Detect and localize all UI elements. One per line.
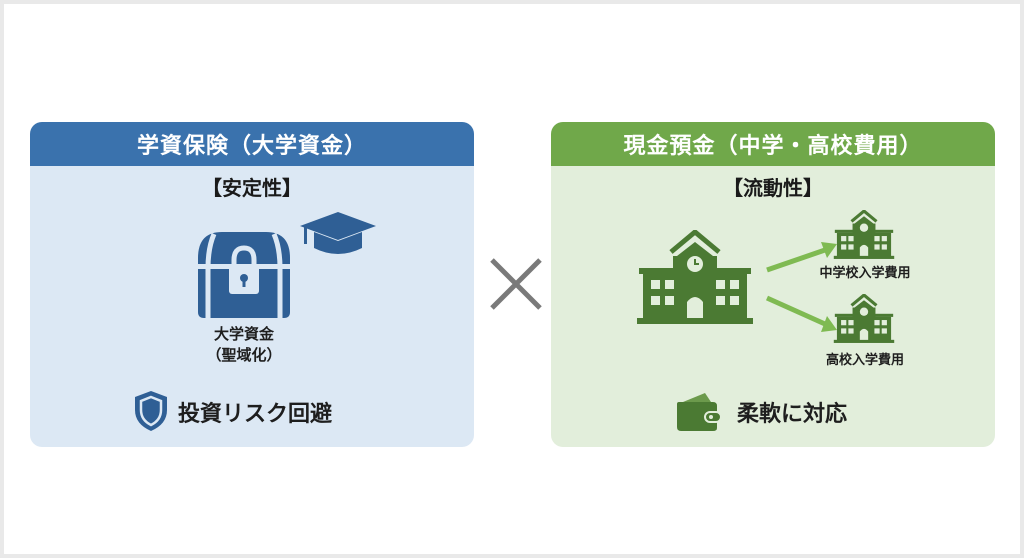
caption-university-fund: 大学資金 [213, 325, 274, 343]
footer-text-risk-avoidance: 投資リスク回避 [178, 402, 333, 427]
graduation-cap-icon [300, 212, 376, 254]
treasure-chest-lock-icon [198, 232, 290, 318]
panel-education-insurance: 学資保険（大学資金） 【安定性】 大学資金 （聖域化） 投資リスク回避 [30, 122, 474, 447]
branch-label-junior-high: 中学校入学費用 [819, 266, 911, 281]
panel-title: 学資保険（大学資金） [30, 122, 474, 166]
times-icon [490, 258, 542, 310]
footer-text-flexible: 柔軟に対応 [737, 402, 848, 427]
caption-protected: （聖域化） [206, 346, 282, 364]
branch-arrows [765, 242, 837, 332]
branch-label-high-school: 高校入学費用 [825, 353, 904, 368]
panel-subtitle: 【安定性】 [202, 176, 302, 200]
shield-icon [135, 391, 167, 431]
school-building-icon [833, 294, 895, 343]
panel-cash-savings: 現金預金（中学・高校費用） 【流動性】 [551, 122, 995, 447]
wallet-icon [677, 393, 721, 431]
panel-title: 現金預金（中学・高校費用） [551, 122, 995, 166]
school-building-icon [833, 210, 895, 259]
school-building-icon [637, 230, 753, 324]
panel-subtitle: 【流動性】 [723, 176, 823, 200]
